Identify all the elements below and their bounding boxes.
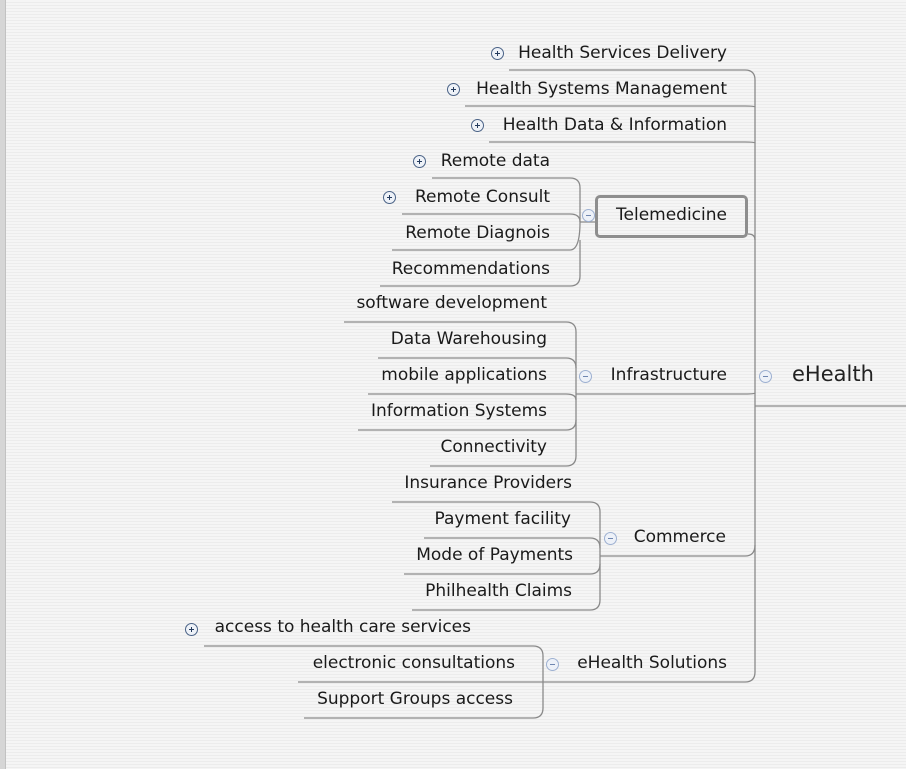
selection-highlight [595, 195, 748, 238]
plus-circle-icon[interactable] [383, 191, 396, 204]
plus-circle-icon[interactable] [491, 47, 504, 60]
node-health-services-delivery[interactable]: Health Services Delivery [518, 43, 727, 63]
node-support-groups-access[interactable]: Support Groups access [317, 689, 513, 709]
node-payment-facility[interactable]: Payment facility [434, 509, 571, 529]
minus-circle-icon[interactable] [759, 370, 772, 383]
plus-circle-icon[interactable] [471, 119, 484, 132]
node-health-data-information[interactable]: Health Data & Information [502, 115, 727, 135]
plus-circle-icon[interactable] [185, 623, 198, 636]
node-infrastructure[interactable]: Infrastructure [610, 365, 727, 385]
node-health-systems-management[interactable]: Health Systems Management [476, 79, 727, 99]
node-recommendations[interactable]: Recommendations [391, 259, 550, 279]
window-left-border [0, 0, 6, 769]
node-ehealth-solutions[interactable]: eHealth Solutions [577, 653, 727, 673]
plus-circle-icon[interactable] [447, 83, 460, 96]
node-access-to-health-care-services[interactable]: access to health care services [214, 617, 471, 637]
node-remote-consult[interactable]: Remote Consult [414, 187, 550, 207]
plus-circle-icon[interactable] [413, 155, 426, 168]
minus-circle-icon[interactable] [579, 370, 592, 383]
node-software-development[interactable]: software development [356, 293, 547, 313]
node-electronic-consultations[interactable]: electronic consultations [312, 653, 515, 673]
minus-circle-icon[interactable] [582, 209, 595, 222]
minus-circle-icon[interactable] [546, 658, 559, 671]
node-remote-data[interactable]: Remote data [440, 151, 550, 171]
node-philhealth-claims[interactable]: Philhealth Claims [425, 581, 572, 601]
node-data-warehousing[interactable]: Data Warehousing [390, 329, 547, 349]
node-connectivity[interactable]: Connectivity [440, 437, 547, 457]
node-ehealth[interactable]: eHealth [792, 362, 874, 386]
node-telemedicine[interactable]: Telemedicine [616, 205, 727, 225]
node-mobile-applications[interactable]: mobile applications [381, 365, 547, 385]
node-commerce[interactable]: Commerce [633, 527, 726, 547]
minus-circle-icon[interactable] [604, 532, 617, 545]
node-mode-of-payments[interactable]: Mode of Payments [416, 545, 573, 565]
node-information-systems[interactable]: Information Systems [370, 401, 547, 421]
node-remote-diagnois[interactable]: Remote Diagnois [405, 223, 550, 243]
node-insurance-providers[interactable]: Insurance Providers [404, 473, 572, 493]
